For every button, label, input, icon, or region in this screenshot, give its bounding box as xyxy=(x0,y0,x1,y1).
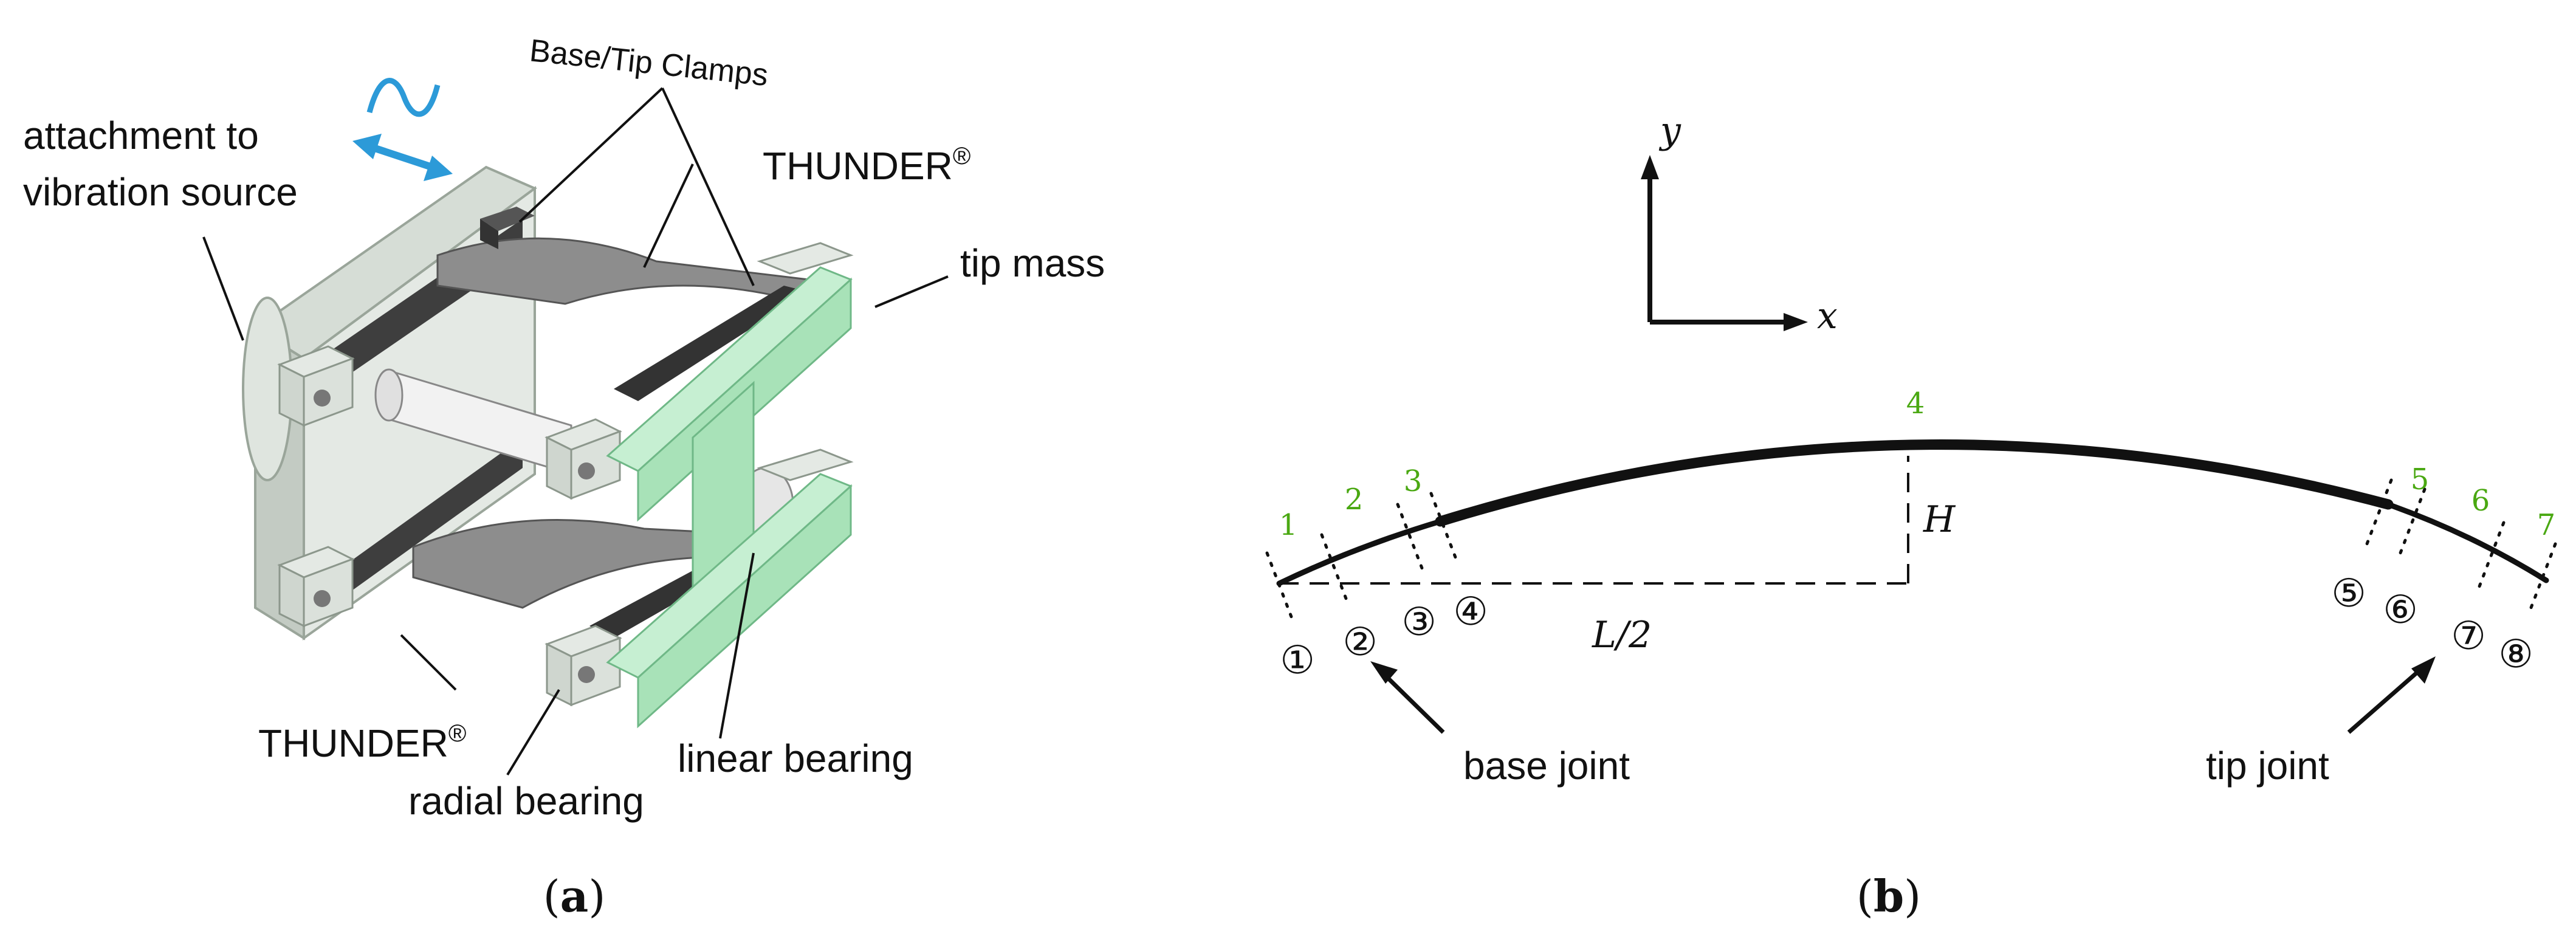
half-length-label: L/2 xyxy=(1592,614,1652,656)
green-number-4: 4 xyxy=(1906,387,1925,421)
green-number-7: 7 xyxy=(2537,508,2556,542)
circled-number-5: ⑤ xyxy=(2331,571,2366,616)
label-tip-mass: tip mass xyxy=(960,241,1105,285)
circled-number-1: ① xyxy=(1280,638,1314,683)
circled-number-7: ⑦ xyxy=(2451,614,2485,659)
labels-a: attachment to vibration source Base/Tip … xyxy=(23,33,1105,922)
y-axis-arrowhead xyxy=(1641,155,1659,179)
label-attachment-line1: attachment to xyxy=(23,114,259,157)
label-thunder-top: THUNDER® xyxy=(763,143,970,188)
green-number-3: 3 xyxy=(1404,464,1423,498)
green-numbers: 1 2 3 4 5 6 7 xyxy=(1279,387,2556,542)
axis-y-label: y xyxy=(1658,109,1681,152)
circled-number-4: ④ xyxy=(1453,589,1488,634)
label-attachment-line2: vibration source xyxy=(23,170,298,214)
coordinate-axes: y x xyxy=(1641,109,1838,337)
base-joint-label: base joint xyxy=(1463,744,1630,788)
label-thunder-bottom: THUNDER® xyxy=(258,720,466,765)
section-markers xyxy=(1265,478,2557,619)
caption-b: (b) xyxy=(1856,870,1922,922)
tip-clamp-rail xyxy=(614,286,808,401)
base-joint-arrow xyxy=(1382,673,1445,734)
beam-thunder-section xyxy=(1435,439,2394,527)
circled-number-8: ⑧ xyxy=(2498,632,2533,677)
tip-joint-label: tip joint xyxy=(2206,744,2329,788)
thunder-plate-top xyxy=(436,237,809,305)
height-label: H xyxy=(1923,498,1956,541)
green-number-6: 6 xyxy=(2471,484,2490,518)
mount-blocks xyxy=(277,207,622,707)
axis-x-label: x xyxy=(1817,295,1838,337)
double-arrow-icon xyxy=(352,134,453,181)
circled-number-3: ③ xyxy=(1401,600,1436,645)
tip-mass xyxy=(606,242,854,729)
device-illustration xyxy=(242,78,854,729)
beam-tip-section xyxy=(2385,501,2549,583)
sine-wave-icon xyxy=(366,78,441,117)
green-number-2: 2 xyxy=(1345,483,1364,517)
beam xyxy=(1276,439,2549,586)
label-clamps: Base/Tip Clamps xyxy=(528,33,770,93)
beam-base-section xyxy=(1276,518,1443,586)
green-number-1: 1 xyxy=(1279,508,1298,542)
leader-lines-a xyxy=(202,87,949,776)
green-number-5: 5 xyxy=(2411,462,2430,497)
label-radial-bearing: radial bearing xyxy=(408,779,644,823)
circled-number-6: ⑥ xyxy=(2383,588,2417,633)
caption-a: (a) xyxy=(543,870,606,922)
joint-annotations: base joint tip joint xyxy=(1370,656,2436,788)
tip-joint-arrow xyxy=(2347,667,2423,734)
circled-numbers: ① ② ③ ④ ⑤ ⑥ ⑦ ⑧ xyxy=(1280,571,2533,683)
x-axis-arrowhead xyxy=(1784,313,1808,331)
dimension-lines xyxy=(1279,456,1909,585)
label-linear-bearing: linear bearing xyxy=(678,737,913,780)
circled-number-2: ② xyxy=(1342,620,1377,665)
